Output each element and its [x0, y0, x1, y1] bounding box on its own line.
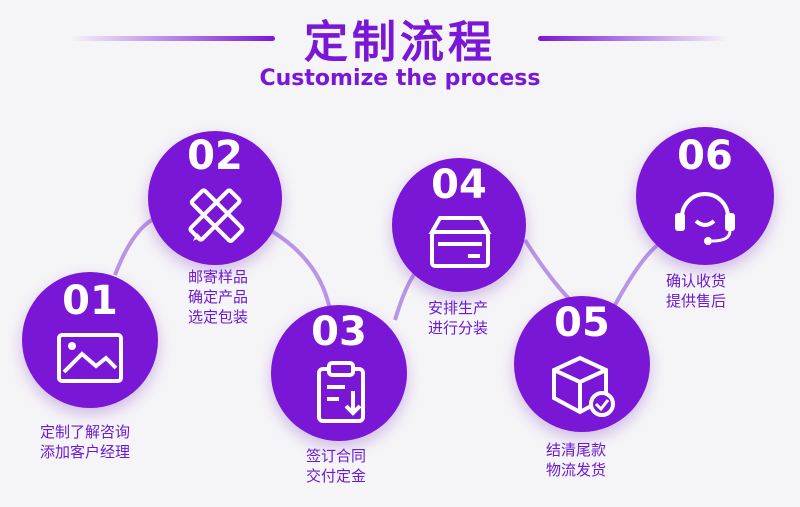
step-04-number: 04	[431, 162, 487, 208]
step-06-circle: 06	[636, 127, 774, 265]
page-title: 定制流程	[304, 17, 496, 68]
step-03-circle: 03	[271, 305, 407, 441]
step-04-label: 安排生产 进行分装	[428, 298, 488, 338]
step-04-circle: 04	[392, 158, 526, 292]
step-02-number: 02	[187, 133, 243, 179]
box-icon	[428, 216, 492, 268]
step-05-line2: 物流发货	[546, 461, 607, 479]
step-01-label: 定制了解咨询 添加客户经理	[40, 422, 130, 462]
step-06-line2: 提供售后	[666, 292, 727, 310]
step-06-label: 确认收货 提供售后	[666, 271, 726, 311]
pencil-ruler-icon	[188, 188, 245, 244]
step-06-number: 06	[677, 133, 733, 179]
step-05-line1: 结清尾款	[546, 441, 607, 459]
clipboard-icon	[317, 361, 365, 423]
connector-02-03	[268, 228, 332, 311]
step-02-line2: 确定产品	[188, 288, 249, 306]
step-04-line1: 安排生产	[428, 299, 489, 317]
step-05-number: 05	[554, 300, 610, 346]
step-03-label: 签订合同 交付定金	[306, 446, 366, 486]
step-02-circle: 02	[148, 131, 282, 265]
step-01-circle: 01	[22, 272, 158, 408]
step-03-line1: 签订合同	[306, 447, 367, 465]
step-02-label: 邮寄样品 确定产品 选定包装	[188, 267, 248, 327]
step-01-line2: 添加客户经理	[40, 443, 131, 461]
title-decor-line-left	[70, 36, 275, 41]
package-check-icon	[552, 355, 615, 417]
step-05-circle: 05	[514, 296, 650, 432]
title-decor-line-right	[538, 36, 728, 41]
step-03-number: 03	[311, 309, 367, 355]
connector-05-06	[613, 238, 666, 306]
step-03-line2: 交付定金	[306, 467, 367, 485]
step-01-line1: 定制了解咨询	[40, 423, 131, 441]
step-04-line2: 进行分装	[428, 319, 489, 337]
connector-04-05	[523, 238, 577, 307]
step-06-line1: 确认收货	[666, 272, 727, 290]
image-icon	[57, 333, 123, 383]
step-02-line1: 邮寄样品	[188, 268, 249, 286]
step-05-label: 结清尾款 物流发货	[546, 440, 606, 480]
step-02-line3: 选定包装	[188, 308, 249, 326]
page-subtitle: Customize the process	[259, 66, 541, 91]
headset-icon	[675, 192, 735, 245]
step-01-number: 01	[62, 278, 118, 324]
